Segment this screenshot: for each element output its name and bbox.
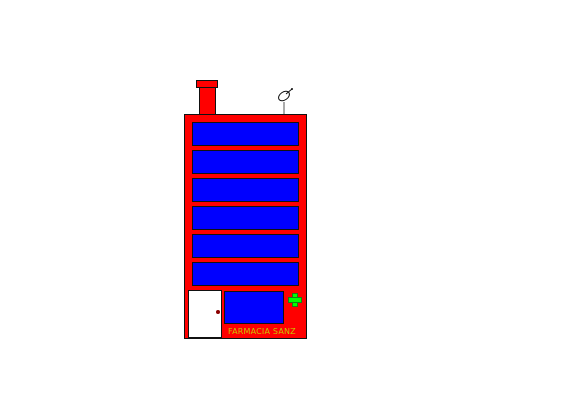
window-band-floor-6	[192, 122, 299, 146]
window-band-floor-3	[192, 206, 299, 230]
shop-window	[224, 291, 284, 324]
antenna-icon	[278, 88, 293, 116]
window-band-floor-5	[192, 150, 299, 174]
door-knob	[216, 310, 220, 314]
pharmacy-cross-icon	[288, 293, 302, 307]
window-band-floor-2	[192, 234, 299, 258]
window-band-floor-4	[192, 178, 299, 202]
door	[188, 290, 222, 338]
shop-sign: FARMACIA SANZ	[228, 327, 296, 336]
chimney-cap	[196, 80, 218, 88]
window-band-floor-1	[192, 262, 299, 286]
building: FARMACIA SANZ	[184, 114, 307, 339]
chimney-icon	[199, 88, 216, 114]
